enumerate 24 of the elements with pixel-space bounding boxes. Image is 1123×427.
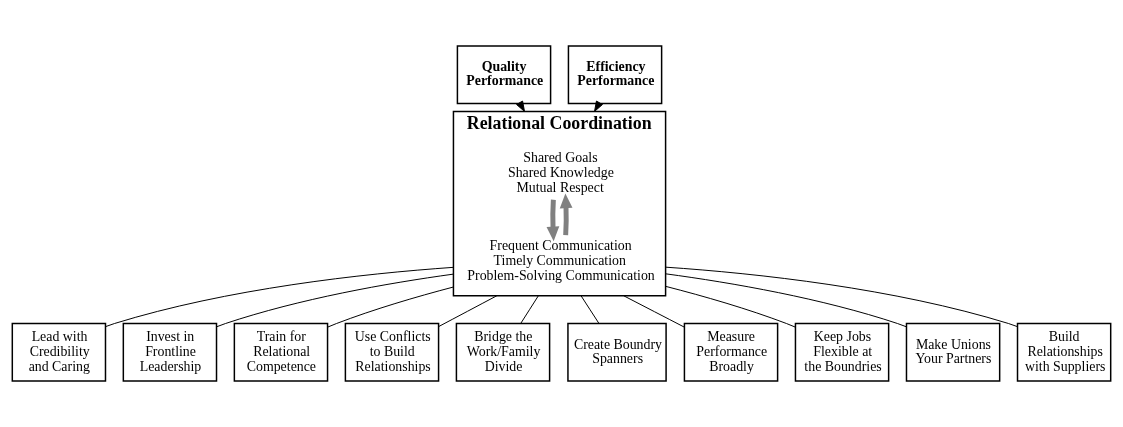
connector <box>665 285 796 328</box>
connector <box>216 273 454 328</box>
node-box: Measure Performance Broadly <box>683 322 779 382</box>
node-box: Keep Jobs Flexible at the Boundries <box>794 322 890 382</box>
connector <box>438 295 498 327</box>
connector <box>327 286 454 328</box>
node-box: Create Boundry Spanners <box>567 322 667 382</box>
connector <box>623 295 685 328</box>
arrow <box>559 193 573 236</box>
node-box: Train for Relational Competence <box>233 322 329 382</box>
node-box: Build Relationships with Suppliers <box>1016 322 1112 382</box>
node-text: Frequent Communication Timely Communication Problem-Solving Communication <box>467 238 655 284</box>
connector <box>665 266 1018 328</box>
connector <box>105 266 454 328</box>
node-box: Invest in Frontline Leadership <box>122 322 218 382</box>
connector <box>665 273 907 328</box>
node-box: Lead with Credibility and Caring <box>11 322 107 382</box>
node-box: Make Unions Your Partners <box>905 322 1001 382</box>
node-text: Shared Goals Shared Knowledge Mutual Respect <box>507 150 614 195</box>
node-box: Use Conflicts to Build Relationships <box>344 322 440 382</box>
connector <box>580 295 600 324</box>
arrow <box>546 199 560 242</box>
node-box: Bridge the Work/Family Divide <box>455 322 551 382</box>
connector <box>520 295 539 324</box>
